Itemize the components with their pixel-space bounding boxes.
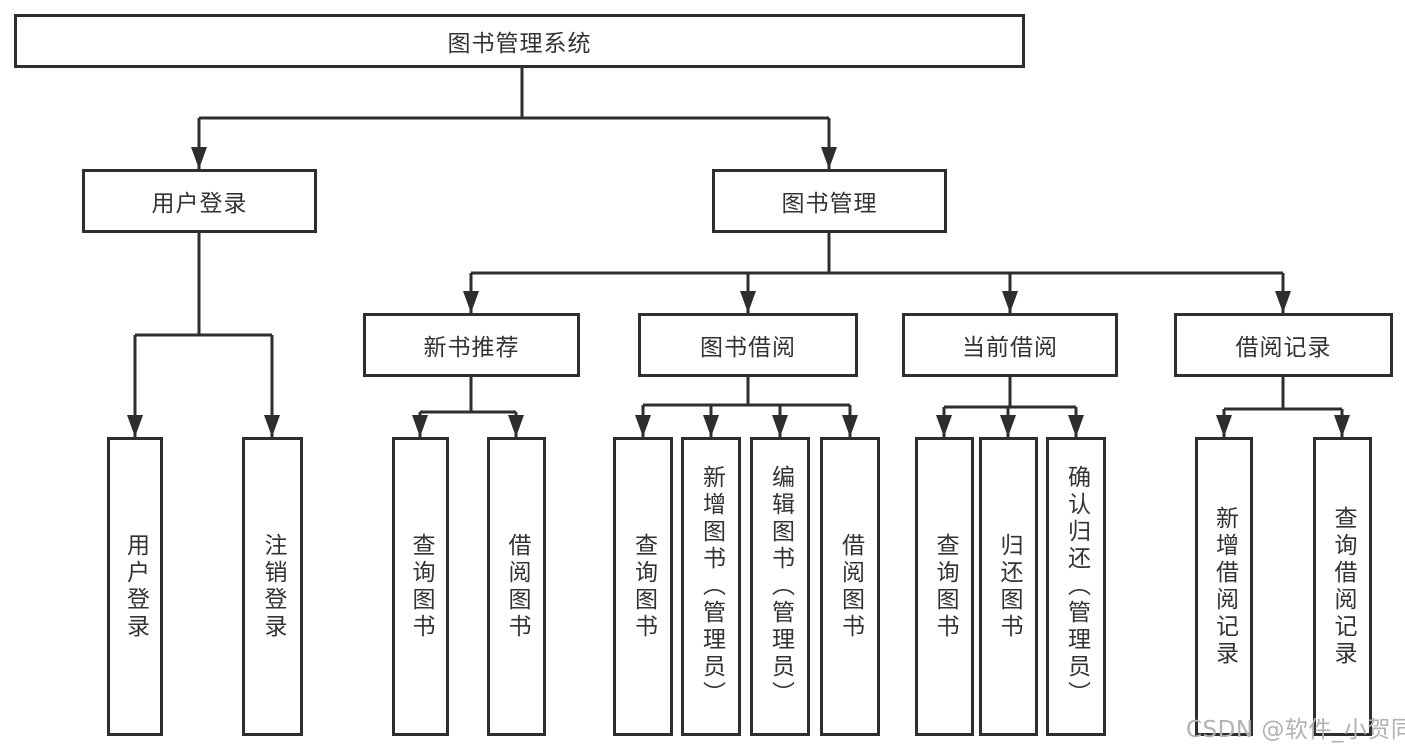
- node-borrowing-records: 借阅记录: [1174, 313, 1393, 377]
- node-user-login: 用户登录: [82, 169, 317, 233]
- leaf-add-books-admin: 新增图书（管理员）: [681, 437, 741, 736]
- leaf-query-books-borrowing: 查询图书: [613, 437, 673, 736]
- leaf-return-books: 归还图书: [979, 437, 1038, 736]
- leaf-borrow-books-recommend: 借阅图书: [487, 437, 546, 736]
- leaf-add-borrow-record: 新增借阅记录: [1195, 437, 1253, 736]
- leaf-borrow-books-borrowing: 借阅图书: [820, 437, 880, 736]
- leaf-query-books-current: 查询图书: [915, 437, 974, 736]
- leaf-edit-books-admin: 编辑图书（管理员）: [750, 437, 810, 736]
- leaf-query-books-recommend: 查询图书: [392, 437, 449, 736]
- node-current-borrowing: 当前借阅: [902, 313, 1118, 377]
- leaf-user-login: 用户登录: [107, 437, 163, 736]
- node-book-borrowing: 图书借阅: [638, 313, 858, 377]
- node-library-management-system: 图书管理系统: [14, 14, 1025, 68]
- leaf-query-borrow-record: 查询借阅记录: [1313, 437, 1372, 736]
- leaf-confirm-return-admin: 确认归还（管理员）: [1046, 437, 1106, 736]
- csdn-watermark: CSDN @软件_小贺同学: [1186, 717, 1405, 743]
- leaf-logout: 注销登录: [242, 437, 303, 736]
- arrowheads: [127, 147, 1350, 437]
- node-book-management: 图书管理: [712, 169, 947, 233]
- node-new-book-recommendation: 新书推荐: [363, 313, 580, 377]
